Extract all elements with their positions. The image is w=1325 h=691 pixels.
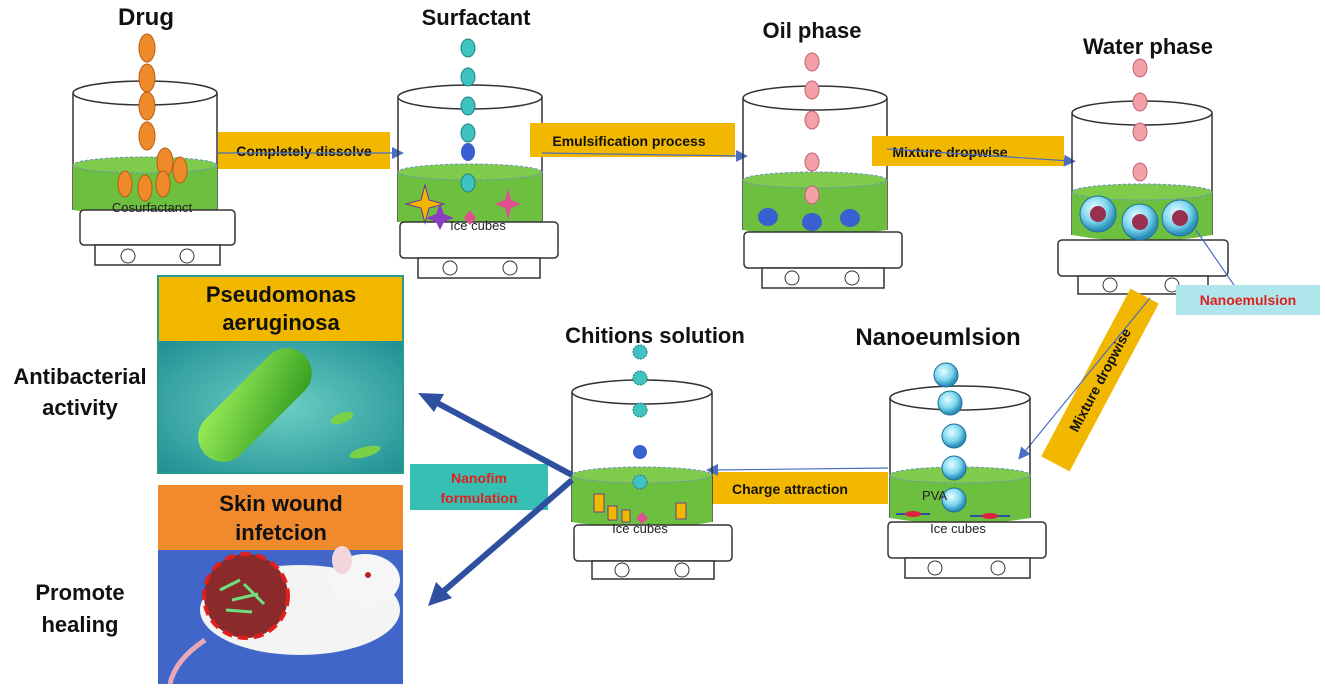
surfactant-drops xyxy=(460,38,476,193)
band-mixture-dropwise-1 xyxy=(872,136,1064,166)
nanofilm-callout xyxy=(410,464,548,510)
pseudomonas-label-line1: Pseudomonas xyxy=(206,282,356,307)
water-drops xyxy=(1132,58,1148,182)
nanofilm-label-line2: formulation xyxy=(441,490,518,506)
nanoemulsion-callout-label: Nanoemulsion xyxy=(1200,292,1296,308)
pseudomonas-label-line2: aeruginosa xyxy=(222,310,340,335)
panel-skin-wound xyxy=(158,485,403,685)
pva-label: PVA xyxy=(922,488,947,503)
ice-cubes-label-2: Ice cubes xyxy=(930,521,986,536)
nanoemulsion-spheres xyxy=(1079,195,1199,241)
ice-cubes-label-1: Ice cubes xyxy=(450,218,506,233)
beaker-surfactant xyxy=(397,38,559,279)
stage-label-water-phase: Water phase xyxy=(1083,34,1213,59)
arrow-to-healing xyxy=(436,477,574,599)
healing-label-line1: Promote xyxy=(35,580,124,605)
nanoemulsion-callout xyxy=(1176,285,1320,315)
beaker-chitions-solution xyxy=(571,344,733,580)
arrow-to-antibacterial xyxy=(426,395,574,478)
band-completely-dissolve xyxy=(218,132,390,169)
completely-dissolve-label: Completely dissolve xyxy=(236,143,372,159)
charge-attraction-label: Charge attraction xyxy=(732,481,848,497)
nanofilm-label-line1: Nanofim xyxy=(451,470,507,486)
band-mixture-dropwise-2: Mixture dropwise xyxy=(1041,288,1159,472)
band-emulsification xyxy=(530,123,735,157)
mixture-dropwise-label-1: Mixture dropwise xyxy=(892,144,1007,160)
healing-label-line2: healing xyxy=(41,612,118,637)
bacterium-image xyxy=(198,348,312,462)
oil-drops xyxy=(804,52,820,205)
stage-label-nanoeumlsion: Nanoeumlsion xyxy=(855,324,1020,351)
mixture-dropwise-label-2: Mixture dropwise xyxy=(1066,325,1134,434)
ice-cubes-label-3: Ice cubes xyxy=(612,521,668,536)
cosurfactant-label: Cosurfactanct xyxy=(112,200,193,215)
emulsification-label: Emulsification process xyxy=(552,133,705,149)
band-charge-attraction xyxy=(712,472,888,504)
panel-pseudomonas xyxy=(157,275,404,474)
wound-label-line2: infetcion xyxy=(235,520,327,545)
antibacterial-label-line1: Antibacterial xyxy=(13,364,146,389)
beaker-drug xyxy=(72,33,236,266)
stage-label-surfactant: Surfactant xyxy=(422,5,531,30)
antibacterial-label-line2: activity xyxy=(42,395,119,420)
beaker-oil-phase xyxy=(742,52,903,289)
stage-label-chitions-solution: Chitions solution xyxy=(565,323,745,348)
stage-label-drug: Drug xyxy=(118,4,174,31)
beaker-nanoemulsion xyxy=(887,362,1047,579)
drug-drops xyxy=(117,33,188,202)
beaker-water-phase xyxy=(1057,58,1237,295)
stage-label-oil-phase: Oil phase xyxy=(762,18,861,43)
wound-label-line1: Skin wound xyxy=(219,491,342,516)
